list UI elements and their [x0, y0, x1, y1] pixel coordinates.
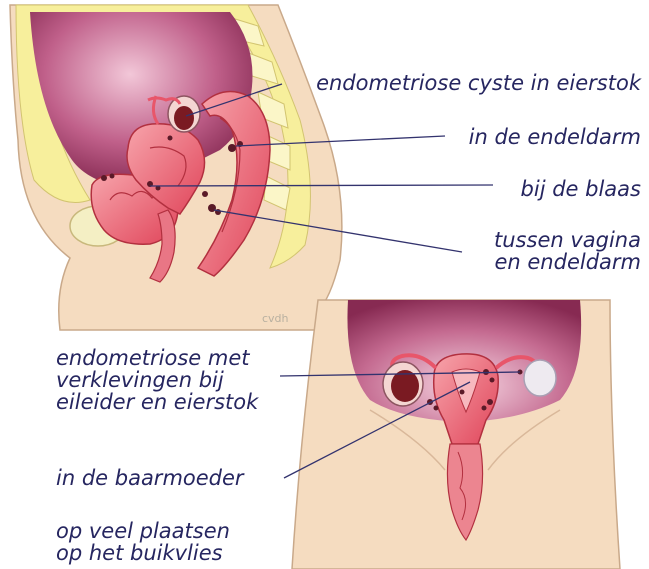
label-vagina-rectum-2: en endeldarm: [494, 252, 641, 273]
sagittal-section: [10, 5, 342, 330]
label-vagina-rectum-1: tussen vagina: [494, 230, 641, 251]
frontal-section: [292, 300, 620, 569]
label-peritoneum-2: op het buikvlies: [56, 543, 223, 564]
endometrioma-cyst: [174, 106, 194, 130]
label-adhesions-2: verklevingen bij: [56, 370, 224, 391]
label-uterus: in de baarmoeder: [56, 468, 244, 489]
label-peritoneum-1: op veel plaatsen: [56, 521, 230, 542]
cyst-left: [391, 370, 419, 402]
label-rectum: in de endeldarm: [469, 127, 641, 148]
label-cyst-ovary: endometriose cyste in eierstok: [316, 73, 641, 94]
label-adhesions-3: eileider en eierstok: [56, 392, 258, 413]
ovary-right: [524, 360, 556, 396]
label-adhesions-1: endometriose met: [56, 348, 249, 369]
label-bladder: bij de blaas: [521, 179, 641, 200]
artist-credit: cvdh: [262, 312, 289, 325]
